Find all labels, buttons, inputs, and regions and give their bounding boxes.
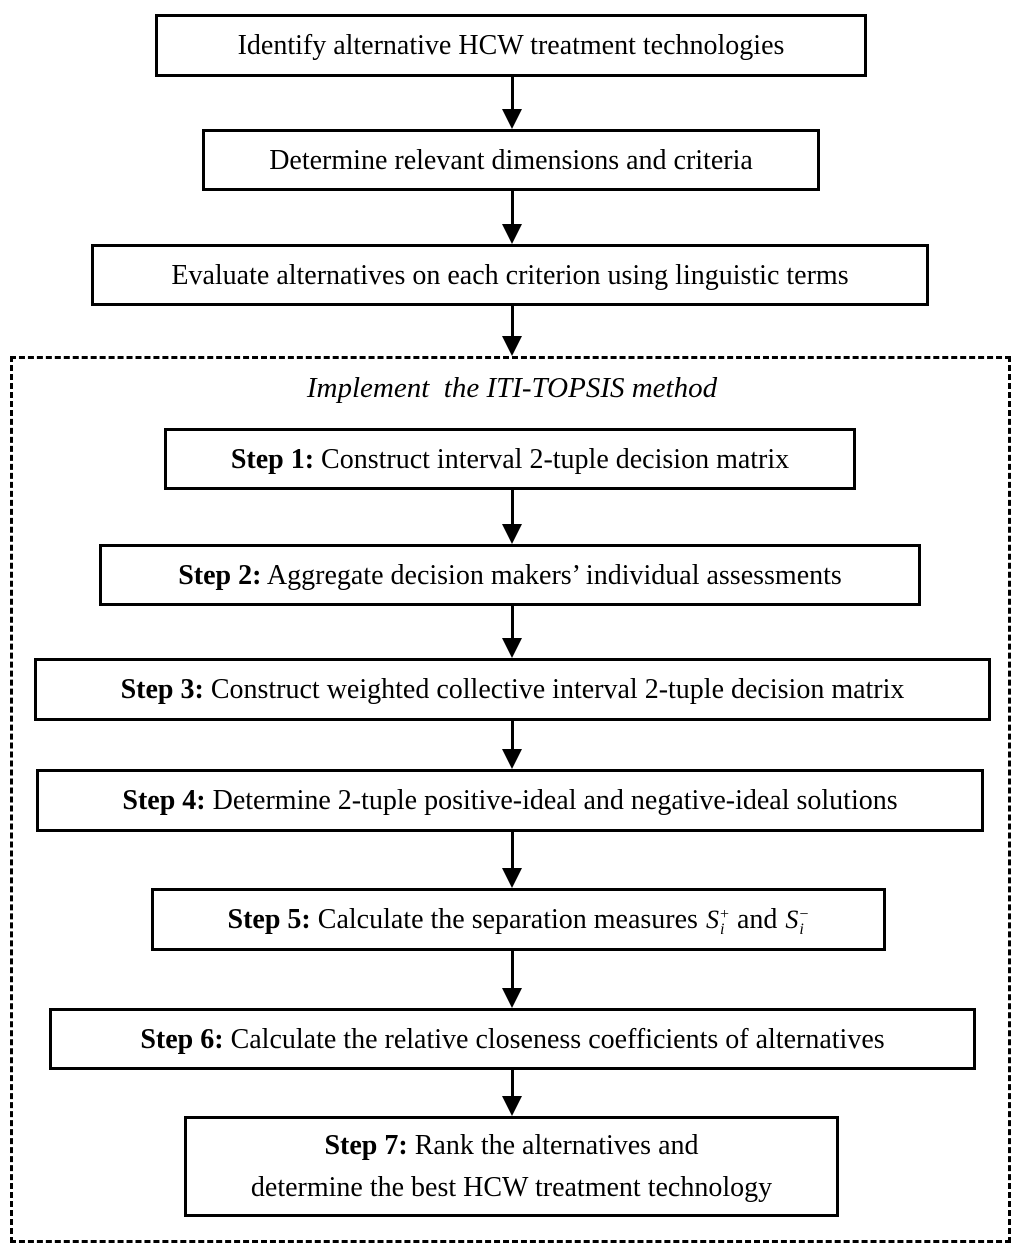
- step-label: Step 7:: [324, 1129, 408, 1161]
- flow-arrow: [501, 306, 523, 356]
- flow-box-text: Step 4: Determine 2-tuple positive-ideal…: [122, 783, 897, 818]
- flow-box-text: Step 6: Calculate the relative closeness…: [140, 1022, 884, 1057]
- step-label: Step 3:: [120, 674, 204, 705]
- flow-box-text: Determine relevant dimensions and criter…: [269, 144, 753, 176]
- step-text: Calculate the separation measures: [317, 904, 698, 935]
- step-label: Step 6:: [140, 1023, 224, 1055]
- math-subscript: i: [719, 921, 725, 939]
- flow-box-step-6: Step 6: Calculate the relative closeness…: [49, 1008, 976, 1070]
- flow-arrow: [501, 951, 523, 1008]
- arrow-head-icon: [502, 524, 522, 544]
- arrow-head-icon: [502, 336, 522, 356]
- arrow-line: [510, 951, 514, 988]
- flow-arrow: [501, 490, 523, 544]
- flow-arrow: [501, 77, 523, 129]
- step-line-2: determine the best HCW treatment technol…: [250, 1171, 773, 1203]
- step-label: Step 1:: [230, 443, 315, 475]
- group-title: Implement the ITI-TOPSIS method: [306, 372, 718, 404]
- flow-arrow: [501, 1070, 523, 1116]
- arrow-line: [510, 832, 514, 868]
- flow-box-text: Step 2: Aggregate decision makers’ indiv…: [178, 558, 842, 593]
- arrow-head-icon: [502, 638, 522, 658]
- step-label: Step 5:: [227, 904, 311, 935]
- arrow-line: [510, 606, 514, 638]
- arrow-line: [510, 1070, 514, 1096]
- arrow-head-icon: [502, 224, 522, 244]
- arrow-head-icon: [502, 109, 522, 129]
- arrow-line: [510, 306, 514, 336]
- flow-box-text: Identify alternative HCW treatment techn…: [237, 30, 785, 61]
- step-text: Aggregate decision makers’ individual as…: [266, 559, 842, 591]
- flow-arrow: [501, 191, 523, 244]
- flow-box-step-5: Step 5: Calculate the separation measure…: [151, 888, 886, 951]
- math-scripts: + i: [719, 906, 729, 939]
- flow-box-step-4: Step 4: Determine 2-tuple positive-ideal…: [36, 769, 984, 832]
- step-text: Determine 2-tuple positive-ideal and neg…: [212, 785, 898, 816]
- step-label: Step 4:: [122, 785, 206, 816]
- flow-box-text: Step 5: Calculate the separation measure…: [227, 902, 810, 939]
- iti-topsis-method-group-border: [10, 356, 1011, 1243]
- math-superscript: −: [799, 906, 809, 924]
- math-superscript: +: [719, 906, 729, 924]
- flow-box-step-2: Step 2: Aggregate decision makers’ indiv…: [99, 544, 921, 606]
- flow-arrow: [501, 606, 523, 658]
- arrow-line: [510, 191, 514, 224]
- separation-measure-positive: S + i: [705, 904, 729, 939]
- math-scripts: − i: [799, 906, 809, 939]
- arrow-line: [510, 490, 514, 524]
- flow-box-step-3: Step 3: Construct weighted collective in…: [34, 658, 991, 721]
- flow-box-determine-criteria: Determine relevant dimensions and criter…: [202, 129, 820, 191]
- flow-box-text: Step 7: Rank the alternatives and determ…: [251, 1125, 772, 1209]
- math-subscript: i: [799, 921, 804, 939]
- arrow-head-icon: [502, 749, 522, 769]
- flow-box-step-7: Step 7: Rank the alternatives and determ…: [184, 1116, 839, 1217]
- flow-box-step-1: Step 1: Construct interval 2-tuple decis…: [164, 428, 856, 490]
- step-text: Construct interval 2-tuple decision matr…: [321, 443, 790, 475]
- flow-box-text: Step 3: Construct weighted collective in…: [121, 672, 905, 707]
- step-text-conjunction: and: [736, 904, 778, 935]
- step-label: Step 2:: [178, 559, 262, 591]
- arrow-line: [510, 721, 514, 749]
- step-line-1: Step 7: Rank the alternatives and: [324, 1130, 698, 1161]
- math-base: S: [705, 905, 719, 934]
- arrow-head-icon: [502, 988, 522, 1008]
- math-base: S: [785, 905, 799, 934]
- arrow-head-icon: [502, 1096, 522, 1116]
- flow-arrow: [501, 721, 523, 769]
- flow-box-text: Step 1: Construct interval 2-tuple decis…: [231, 442, 789, 477]
- step-text: Rank the alternatives and: [414, 1129, 699, 1161]
- flow-box-evaluate-alternatives: Evaluate alternatives on each criterion …: [91, 244, 929, 306]
- step-text: Construct weighted collective interval 2…: [210, 674, 905, 705]
- flow-box-text: Evaluate alternatives on each criterion …: [171, 259, 849, 291]
- arrow-line: [510, 77, 514, 109]
- flow-arrow: [501, 832, 523, 888]
- step-text: Calculate the relative closeness coeffic…: [230, 1023, 885, 1055]
- flow-box-identify-alternatives: Identify alternative HCW treatment techn…: [155, 14, 867, 77]
- arrow-head-icon: [502, 868, 522, 888]
- separation-measure-negative: S − i: [785, 904, 809, 939]
